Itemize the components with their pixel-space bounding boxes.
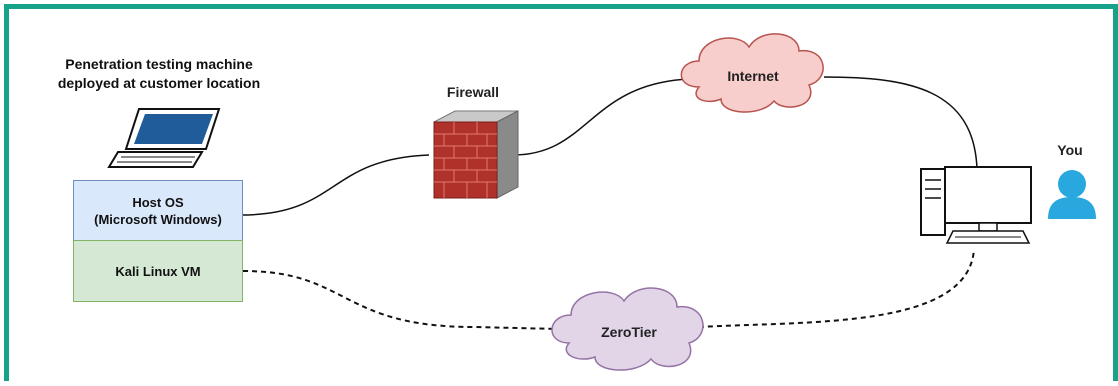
internet-cloud bbox=[680, 33, 824, 113]
zerotier-cloud bbox=[551, 287, 704, 371]
zerotier-to-pc-link bbox=[698, 248, 975, 328]
network-diagram: Firewall Internet ZeroTier You bbox=[107, 33, 1096, 371]
internet-label: Internet bbox=[727, 68, 779, 84]
internet-to-pc-link bbox=[823, 76, 978, 170]
laptop-icon bbox=[107, 108, 221, 168]
zerotier-label: ZeroTier bbox=[601, 324, 657, 340]
machine-caption-line1: Penetration testing machine bbox=[65, 56, 253, 72]
you-label: You bbox=[1057, 142, 1082, 158]
host-os-label: Host OS bbox=[132, 194, 184, 210]
firewall-icon bbox=[433, 110, 519, 199]
kali-vm-label: Kali Linux VM bbox=[115, 263, 201, 279]
host-os-box: Host OS (Microsoft Windows) bbox=[73, 180, 243, 241]
machine-caption: Penetration testing machine deployed at … bbox=[29, 55, 289, 93]
desktop-computer-icon bbox=[920, 166, 1032, 244]
host-os-sublabel: (Microsoft Windows) bbox=[94, 211, 222, 227]
firewall-label: Firewall bbox=[447, 84, 499, 100]
machine-caption-line2: deployed at customer location bbox=[57, 75, 261, 91]
user-icon bbox=[1048, 170, 1096, 219]
diagram-frame: Firewall Internet ZeroTier You bbox=[4, 4, 1118, 381]
kali-vm-box: Kali Linux VM bbox=[73, 240, 243, 302]
host-to-firewall-link bbox=[240, 154, 430, 216]
kali-to-zerotier-link bbox=[242, 270, 560, 330]
firewall-to-internet-link bbox=[512, 78, 690, 156]
